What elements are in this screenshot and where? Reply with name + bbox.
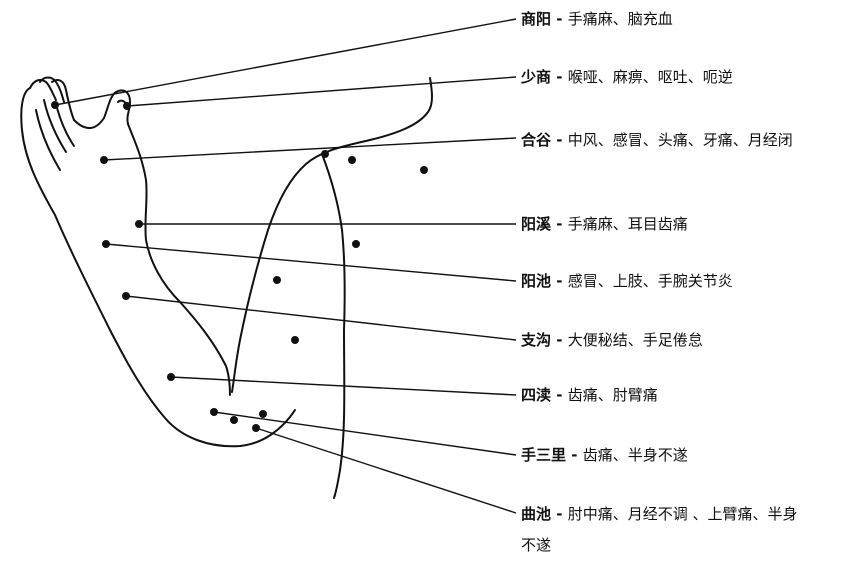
leader-sidu [170,376,517,396]
point-desc: 齿痛、肘臂痛 [567,386,658,404]
point-name: 四渎 [521,386,552,404]
point-name: 阳池 [521,272,552,290]
label-quchi: 曲池 - 肘中痛、月经不调 、上臂痛、半身不遂 [521,499,806,561]
leader-zhigou [125,295,517,341]
dot-extra-1 [230,416,238,424]
label-yangxi: 阳溪 - 手痛麻、耳目齿痛 [521,214,688,234]
separator: - [551,68,568,86]
label-shousanli: 手三里 - 齿痛、半身不遂 [521,445,688,465]
separator: - [566,446,583,464]
dot-extra-4 [348,156,356,164]
leader-shaoshang [126,76,517,107]
acupoint-dots [51,101,428,432]
arm-outline [20,76,433,499]
dot-extra-5 [420,166,428,174]
point-name: 少商 [521,68,552,86]
separator: - [551,386,568,404]
label-sidu: 四渎 - 齿痛、肘臂痛 [521,385,658,405]
label-yangchi: 阳池 - 感冒、上肢、手腕关节炎 [521,271,733,291]
dot-quchi [252,424,260,432]
separator: - [551,505,568,523]
separator: - [551,131,568,149]
dot-extra-3 [321,150,329,158]
point-name: 手三里 [521,446,567,464]
separator: - [551,10,568,28]
point-desc: 齿痛、半身不遂 [582,446,688,464]
point-name: 商阳 [521,10,552,28]
point-desc: 手痛麻、耳目齿痛 [567,215,688,233]
point-desc: 感冒、上肢、手腕关节炎 [567,272,733,290]
dot-extra-2 [259,410,267,418]
leader-shousanli [213,411,517,456]
separator: - [551,331,568,349]
leader-quchi [255,427,517,514]
dot-extra-8 [291,336,299,344]
leader-yangchi [105,243,517,282]
label-zhigou: 支沟 - 大便秘结、手足倦怠 [521,330,703,350]
label-hegu: 合谷 - 中风、感冒、头痛、牙痛、月经闭 [521,125,806,156]
dot-extra-7 [273,276,281,284]
point-name: 支沟 [521,331,552,349]
leader-hegu [103,137,517,161]
point-name: 阳溪 [521,215,552,233]
point-desc: 手痛麻、脑充血 [567,10,673,28]
leader-shangyang [54,18,517,106]
dot-extra-6 [352,240,360,248]
point-name: 合谷 [521,131,552,149]
point-name: 曲池 [521,505,552,523]
separator: - [551,215,568,233]
point-desc: 大便秘结、手足倦怠 [567,331,703,349]
point-desc: 肘中痛、月经不调 、上臂痛、半身不遂 [521,505,798,554]
separator: - [551,272,568,290]
point-desc: 中风、感冒、头痛、牙痛、月经闭 [567,131,793,149]
label-shaoshang: 少商 - 喉哑、麻痹、呕吐、呃逆 [521,67,733,87]
label-shangyang: 商阳 - 手痛麻、脑充血 [521,9,673,29]
point-desc: 喉哑、麻痹、呕吐、呃逆 [567,68,733,86]
leader-lines [54,18,517,514]
